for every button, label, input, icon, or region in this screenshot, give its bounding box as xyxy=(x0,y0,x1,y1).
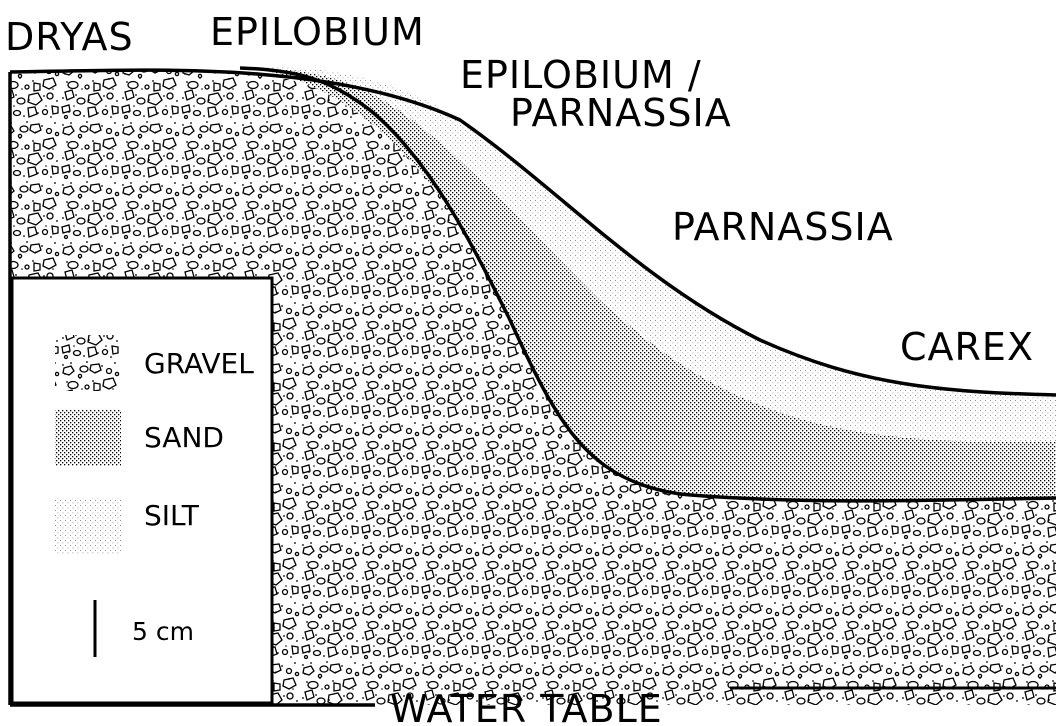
scale-label: 5 cm xyxy=(132,617,194,646)
zone-label-carex: CAREX xyxy=(900,325,1034,369)
zone-label-dryas: DRYAS xyxy=(5,15,134,59)
legend-swatch-silt xyxy=(55,498,121,554)
water-table-label: WATER TABLE xyxy=(390,687,663,726)
zone-label-epilobium: EPILOBIUM xyxy=(210,10,425,54)
zone-label-epilobium-parnassia-2: PARNASSIA xyxy=(510,91,732,135)
zone-label-parnassia: PARNASSIA xyxy=(672,205,894,249)
legend-swatch-gravel xyxy=(55,335,121,391)
legend-swatch-sand xyxy=(55,410,121,466)
legend-label-silt: SILT xyxy=(144,499,200,532)
legend-label-sand: SAND xyxy=(144,421,224,454)
legend-label-gravel: GRAVEL xyxy=(144,347,254,380)
